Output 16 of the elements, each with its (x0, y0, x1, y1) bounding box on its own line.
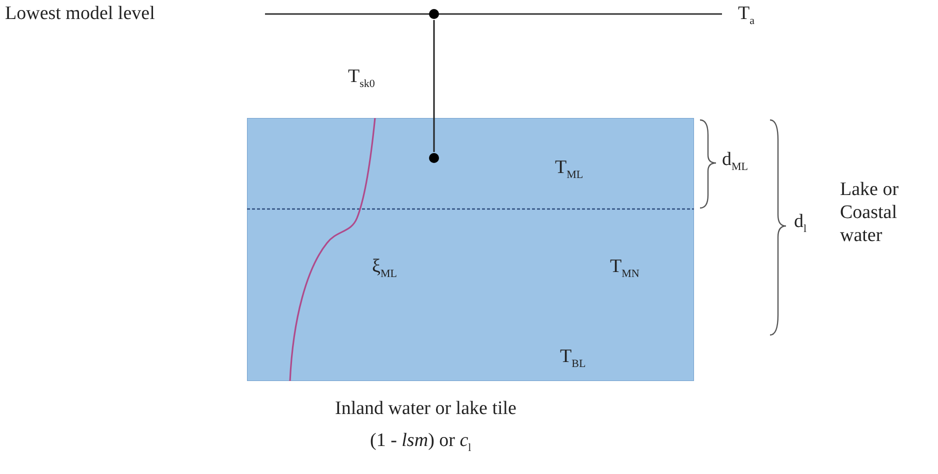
depth-label: d$_{ML}$ (722, 149, 748, 174)
point-marker (428, 152, 440, 164)
connector-line (433, 20, 435, 152)
caption-text: Inland water or lake tile (335, 398, 516, 421)
point-marker (428, 8, 440, 20)
variable-label: T$_{a}$ (738, 3, 754, 28)
axis-label: Lowest model level (5, 3, 155, 26)
depth-label: d$_{l}$ (794, 211, 807, 236)
water-layer-box (247, 118, 694, 381)
variable-label: T$_{ML}$ (555, 157, 584, 182)
region-label: Lake or Coastal water (840, 179, 900, 248)
variable-label: T$_{MN}$ (610, 256, 640, 281)
edge-label: T$_{sk0}$ (348, 66, 375, 91)
variable-label: ξ$_{ML}$ (372, 256, 397, 281)
caption-text: (1 - lsm) or c$_{l}$ (370, 430, 472, 455)
variable-label: T$_{BL}$ (560, 346, 586, 371)
